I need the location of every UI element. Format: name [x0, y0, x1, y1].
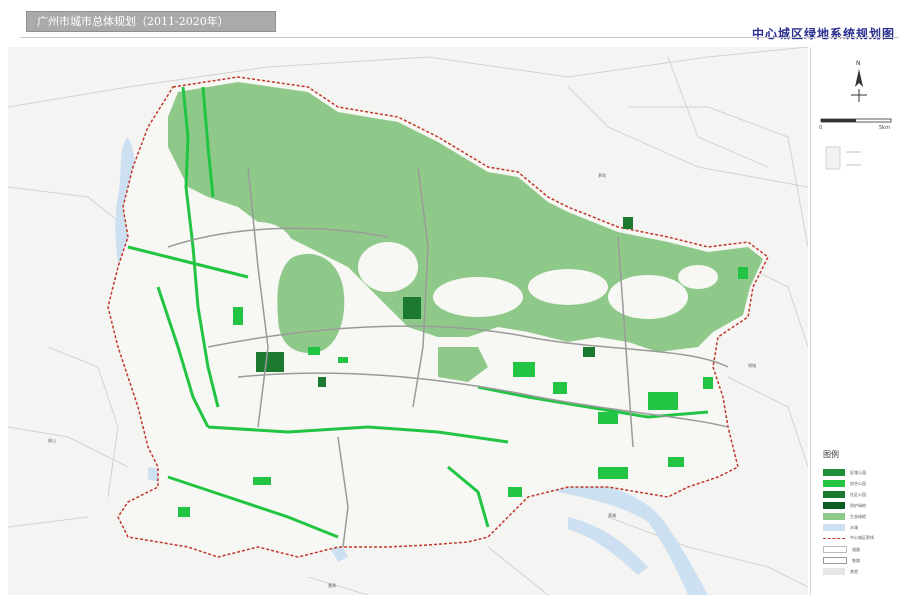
legend-label: 区域公园: [850, 469, 866, 475]
legend-item: 其他: [823, 568, 858, 575]
legend-swatch: [823, 568, 845, 575]
community-parks: [256, 217, 633, 387]
legend-label: 综合公园: [850, 480, 866, 486]
legend-swatch: [823, 491, 845, 498]
ecological-green-areas: [168, 82, 763, 382]
legend-label: 生态绿地: [850, 513, 866, 519]
legend-label: 铁路: [852, 557, 860, 563]
legend-item: 中心城区界线: [823, 535, 874, 541]
legend-swatch: [823, 557, 847, 564]
north-arrow-icon: N: [851, 60, 867, 102]
place-label: 黄埔: [608, 512, 616, 518]
scale-end-label: 5km: [879, 125, 890, 131]
green-corridors: [127, 86, 709, 539]
legend-swatch: [823, 502, 845, 509]
plan-title-text: 广州市城市总体规划（2011-2020年）: [37, 15, 229, 28]
legend-label: 道路: [852, 546, 860, 552]
compass-label: N: [856, 60, 861, 67]
legend-item: 社区公园: [823, 491, 866, 498]
legend-swatch: [823, 480, 845, 487]
legend-label: 水域: [850, 524, 858, 530]
legend-label: 社区公园: [850, 491, 866, 497]
legend-label: 防护绿地: [850, 502, 866, 508]
map-svg[interactable]: 佛山 番禺 萝岗 黄埔 增城: [8, 47, 808, 595]
main-roads: [167, 166, 729, 548]
map-title: 中心城区绿地系统规划图: [751, 27, 895, 41]
header-divider: [20, 37, 899, 38]
legend-swatch: [823, 524, 845, 531]
place-label: 番禺: [328, 582, 336, 588]
legend-label: 其他: [850, 568, 858, 574]
place-label: 增城: [748, 362, 756, 368]
map-aids: N 0 5km: [819, 60, 892, 170]
inset-map: [825, 146, 841, 170]
legend-item: 区域公园: [823, 469, 866, 476]
legend-item: 水域: [823, 524, 858, 531]
parks: [178, 267, 748, 517]
legend-item: 道路: [823, 546, 860, 553]
map-canvas[interactable]: 佛山 番禺 萝岗 黄埔 增城: [8, 47, 808, 595]
legend-swatch: [823, 469, 845, 476]
place-label: 佛山: [48, 437, 56, 443]
legend-swatch: [823, 513, 845, 520]
legend-title: 图例: [823, 450, 839, 459]
legend-swatch: [823, 537, 845, 539]
legend-label: 中心城区界线: [850, 535, 874, 540]
legend-swatch: [823, 546, 847, 553]
side-panel: N 0 5km 图例 区域公园 综合公园 社区公园 防护绿地 生态绿地 水域: [810, 47, 901, 595]
urban-gaps: [223, 222, 718, 319]
plan-title-badge: 广州市城市总体规划（2011-2020年）: [26, 11, 276, 32]
scale-zero-label: 0: [819, 125, 822, 131]
legend-item: 铁路: [823, 557, 860, 564]
legend-item: 综合公园: [823, 480, 866, 487]
place-label: 萝岗: [598, 172, 606, 178]
legend-item: 生态绿地: [823, 513, 866, 520]
scale-bar-icon: 0 5km: [819, 118, 892, 131]
legend-item: 防护绿地: [823, 502, 866, 509]
